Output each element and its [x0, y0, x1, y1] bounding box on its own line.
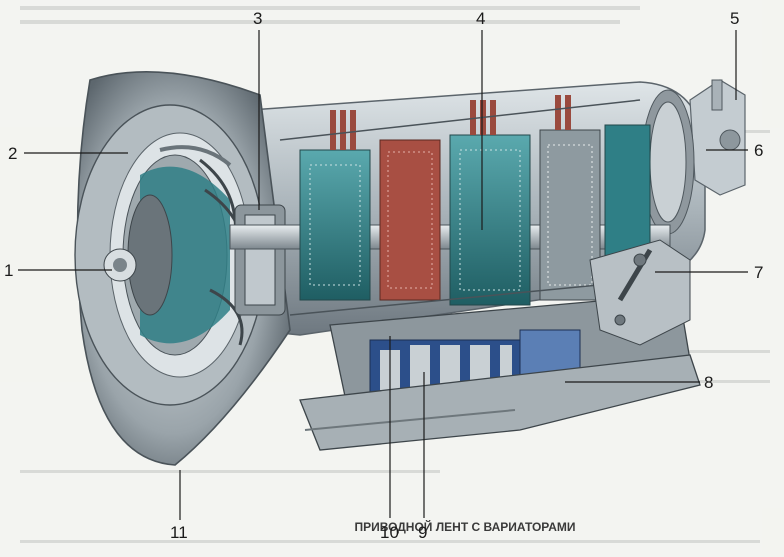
parking-lock-mechanism [589, 239, 691, 346]
callout-5: 5 [730, 9, 739, 28]
callout-10: 10 [380, 523, 399, 542]
oil-pan [299, 354, 701, 451]
callout-6: 6 [754, 141, 763, 160]
torque-converter [103, 145, 247, 356]
callout-7: 7 [754, 263, 763, 282]
callout-11: 11 [170, 523, 188, 542]
callout-2: 2 [8, 144, 17, 163]
callout-4: 4 [476, 9, 485, 28]
oil-pump [234, 204, 286, 316]
callout-3: 3 [253, 9, 262, 28]
callout-1: 1 [4, 261, 13, 280]
planetary-gearsets [279, 95, 651, 316]
callout-leaders [18, 30, 748, 520]
callout-9: 9 [418, 523, 427, 542]
callout-8: 8 [704, 373, 713, 392]
caption-fragment: ПРИВОДНОЙ ЛЕНТ С ВАРИАТОРАМИ [354, 519, 575, 534]
callout-labels: 1 2 3 4 5 6 7 8 9 10 11 [4, 9, 763, 542]
